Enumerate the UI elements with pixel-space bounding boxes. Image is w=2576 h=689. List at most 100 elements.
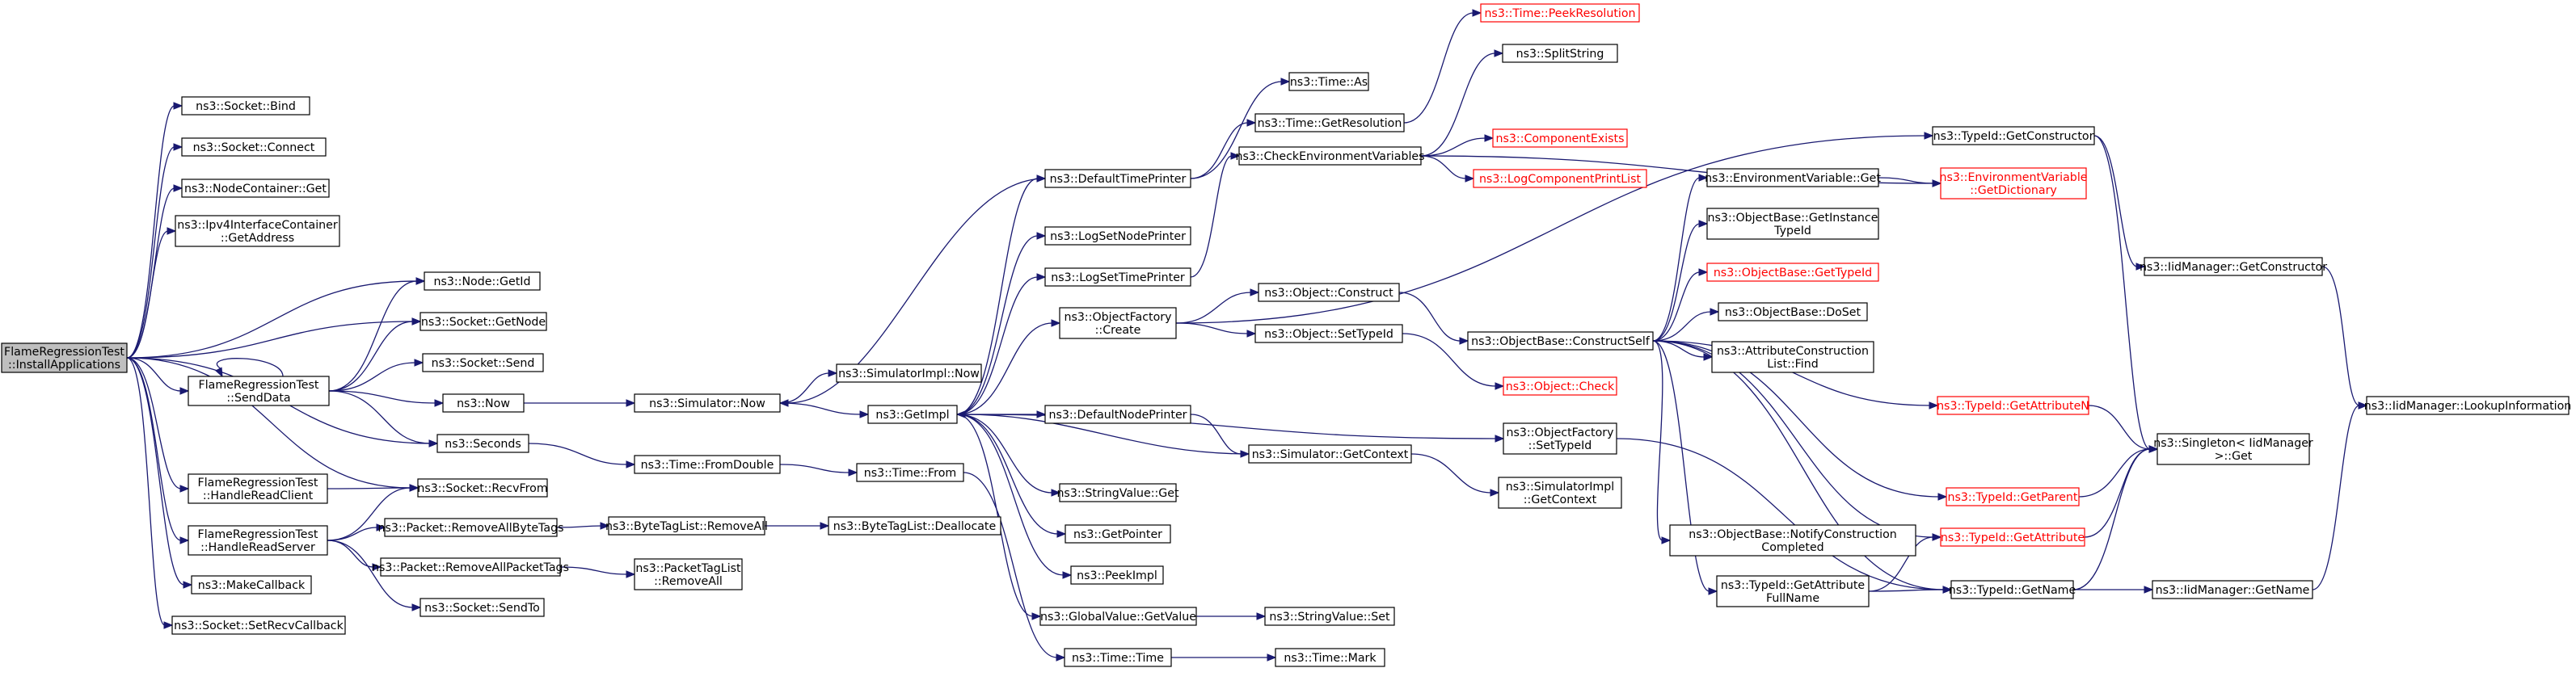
- node-fromdouble[interactable]: ns3::Time::FromDouble: [634, 455, 781, 474]
- node-singletonget[interactable]: ns3::Singleton< IidManager>::Get: [2153, 433, 2313, 465]
- node-ipv4addr[interactable]: ns3::Ipv4InterfaceContainer::GetAddress: [175, 215, 340, 247]
- edge-senddata-to-now: [328, 390, 445, 407]
- node-defnodeprinter[interactable]: ns3::DefaultNodePrinter: [1044, 405, 1191, 424]
- node-getimpl[interactable]: ns3::GetImpl: [867, 405, 958, 424]
- edge-arrowhead: [626, 460, 636, 468]
- node-tidgetattrn[interactable]: ns3::TypeId::GetAttributeN: [1937, 396, 2089, 415]
- node-recvfrom[interactable]: ns3::Socket::RecvFrom: [417, 478, 548, 498]
- edge-hrserver-to-recvfrom: [327, 484, 419, 541]
- node-connect[interactable]: ns3::Socket::Connect: [181, 137, 327, 157]
- node-label: ::InstallApplications: [8, 359, 120, 372]
- node-seconds[interactable]: ns3::Seconds: [436, 434, 529, 453]
- node-now[interactable]: ns3::Now: [442, 393, 525, 413]
- node-makecb[interactable]: ns3::MakeCallback: [191, 575, 312, 594]
- edge-arrowhead: [1459, 337, 1469, 345]
- node-obdoset[interactable]: ns3::ObjectBase::DoSet: [1718, 302, 1868, 321]
- node-timemark[interactable]: ns3::Time::Mark: [1275, 648, 1385, 667]
- edge-arrowhead: [179, 536, 190, 544]
- edge-arrowhead: [376, 523, 386, 531]
- node-obgettypeid[interactable]: ns3::ObjectBase::GetTypeId: [1706, 263, 1879, 282]
- node-logsettimeprinter[interactable]: ns3::LogSetTimePrinter: [1044, 267, 1191, 287]
- node-ofsettypeid[interactable]: ns3::ObjectFactory::SetTypeId: [1503, 422, 1617, 455]
- edge-arrowhead: [1932, 533, 1942, 541]
- edge-now-to-simnow: [524, 399, 636, 407]
- node-splitstring[interactable]: ns3::SplitString: [1502, 44, 1618, 63]
- node-box: [1937, 396, 2089, 415]
- node-peekimpl[interactable]: ns3::PeekImpl: [1070, 565, 1164, 585]
- node-compexists[interactable]: ns3::ComponentExists: [1492, 128, 1628, 148]
- edge-arrowhead: [1036, 273, 1047, 281]
- node-objsettypeid[interactable]: ns3::Object::SetTypeId: [1254, 324, 1403, 343]
- node-hrserver[interactable]: FlameRegressionTest::HandleReadServer: [188, 525, 328, 556]
- edge-arrowhead: [409, 484, 419, 492]
- edge-arrowhead: [434, 399, 445, 407]
- node-getpointer[interactable]: ns3::GetPointer: [1065, 524, 1171, 544]
- node-envget[interactable]: ns3::EnvironmentVariable::Get: [1705, 168, 1881, 187]
- node-svset[interactable]: ns3::StringValue::Set: [1264, 607, 1395, 626]
- node-iidgetctor[interactable]: ns3::IidManager::GetConstructor: [2140, 257, 2327, 276]
- node-simimplnow[interactable]: ns3::SimulatorImpl::Now: [836, 363, 982, 383]
- node-obcs[interactable]: ns3::ObjectBase::ConstructSelf: [1467, 331, 1654, 351]
- node-btlrmall[interactable]: ns3::ByteTagList::RemoveAll: [605, 516, 768, 536]
- node-hrclient[interactable]: FlameRegressionTest::HandleReadClient: [188, 473, 328, 504]
- node-ncget[interactable]: ns3::NodeContainer::Get: [181, 179, 330, 198]
- node-tidgetparent[interactable]: ns3::TypeId::GetParent: [1946, 487, 2080, 506]
- node-box: [1059, 307, 1177, 339]
- node-simimplgetctx[interactable]: ns3::SimulatorImpl::GetContext: [1498, 477, 1622, 509]
- edge-simgetctx-to-simimplgetctx: [1410, 453, 1500, 497]
- node-objcheck[interactable]: ns3::Object::Check: [1503, 376, 1617, 396]
- node-senddata[interactable]: FlameRegressionTest::SendData: [188, 376, 330, 406]
- node-label: FullName: [1766, 592, 1819, 605]
- node-bind[interactable]: ns3::Socket::Bind: [181, 96, 310, 116]
- edge-root-to-connect: [126, 143, 183, 359]
- node-svget[interactable]: ns3::StringValue::Get: [1056, 483, 1179, 502]
- node-objconstruct[interactable]: ns3::Object::Construct: [1258, 283, 1400, 302]
- node-label: ns3::Ipv4InterfaceContainer: [177, 219, 338, 232]
- node-rmallbyte[interactable]: ns3::Packet::RemoveAllByteTags: [378, 518, 564, 537]
- node-label: ns3::TypeId::GetAttribute: [1941, 531, 2085, 544]
- node-label: ns3::EnvironmentVariable: [1939, 171, 2087, 184]
- node-box: [2157, 433, 2310, 465]
- edge-arrowhead: [173, 102, 183, 110]
- edge-arrowhead: [2148, 445, 2159, 453]
- node-label: ns3::Node::GetId: [433, 275, 530, 288]
- node-obnotify[interactable]: ns3::ObjectBase::NotifyConstructionCompl…: [1669, 524, 1916, 557]
- edge-line: [1420, 53, 1496, 157]
- node-simgetctx[interactable]: ns3::Simulator::GetContext: [1248, 444, 1412, 464]
- edge-objconstruct-to-obcs: [1398, 292, 1469, 345]
- node-socksend[interactable]: ns3::Socket::Send: [422, 353, 544, 372]
- node-logcompprint[interactable]: ns3::LogComponentPrintList: [1473, 169, 1647, 188]
- node-ptlrmall[interactable]: ns3::PacketTagList::RemoveAll: [634, 558, 743, 590]
- node-timeas[interactable]: ns3::Time::As: [1288, 72, 1369, 91]
- node-rmallpkt[interactable]: ns3::Packet::RemoveAllPacketTags: [372, 557, 569, 577]
- node-nodegetid[interactable]: ns3::Node::GetId: [424, 271, 541, 291]
- node-tidgetattr[interactable]: ns3::TypeId::GetAttribute: [1940, 527, 2085, 547]
- node-tidgetname[interactable]: ns3::TypeId::GetName: [1949, 580, 2076, 599]
- edge-line: [328, 280, 418, 392]
- node-sockgetnode[interactable]: ns3::Socket::GetNode: [419, 312, 547, 331]
- edge-tidgetname-to-iidgetname: [2073, 586, 2154, 594]
- node-iidgetname[interactable]: ns3::IidManager::GetName: [2152, 580, 2313, 599]
- node-simnow[interactable]: ns3::Simulator::Now: [634, 393, 781, 413]
- node-logsetnodeprinter[interactable]: ns3::LogSetNodePrinter: [1044, 226, 1191, 246]
- node-timegetres[interactable]: ns3::Time::GetResolution: [1254, 113, 1405, 132]
- node-btldealloc[interactable]: ns3::ByteTagList::Deallocate: [828, 516, 1001, 536]
- node-timetime[interactable]: ns3::Time::Time: [1064, 648, 1172, 667]
- node-gvgetvalue[interactable]: ns3::GlobalValue::GetValue: [1039, 607, 1197, 626]
- node-iidlookup[interactable]: ns3::IidManager::LookupInformation: [2364, 396, 2572, 415]
- node-envgetdict[interactable]: ns3::EnvironmentVariable::GetDictionary: [1939, 167, 2088, 200]
- edge-arrowhead: [1051, 489, 1061, 497]
- node-box: [856, 463, 964, 482]
- node-ofcreate[interactable]: ns3::ObjectFactory::Create: [1059, 307, 1177, 339]
- node-sendto[interactable]: ns3::Socket::SendTo: [419, 598, 545, 617]
- node-box: [1467, 331, 1654, 351]
- node-timefrom[interactable]: ns3::Time::From: [856, 463, 964, 482]
- node-deftimeprinter[interactable]: ns3::DefaultTimePrinter: [1044, 169, 1191, 188]
- node-checkenv[interactable]: ns3::CheckEnvironmentVariables: [1235, 146, 1425, 166]
- node-setrecvcb[interactable]: ns3::Socket::SetRecvCallback: [171, 615, 346, 635]
- node-tidgetctor[interactable]: ns3::TypeId::GetConstructor: [1932, 126, 2095, 145]
- node-peekres[interactable]: ns3::Time::PeekResolution: [1480, 3, 1640, 23]
